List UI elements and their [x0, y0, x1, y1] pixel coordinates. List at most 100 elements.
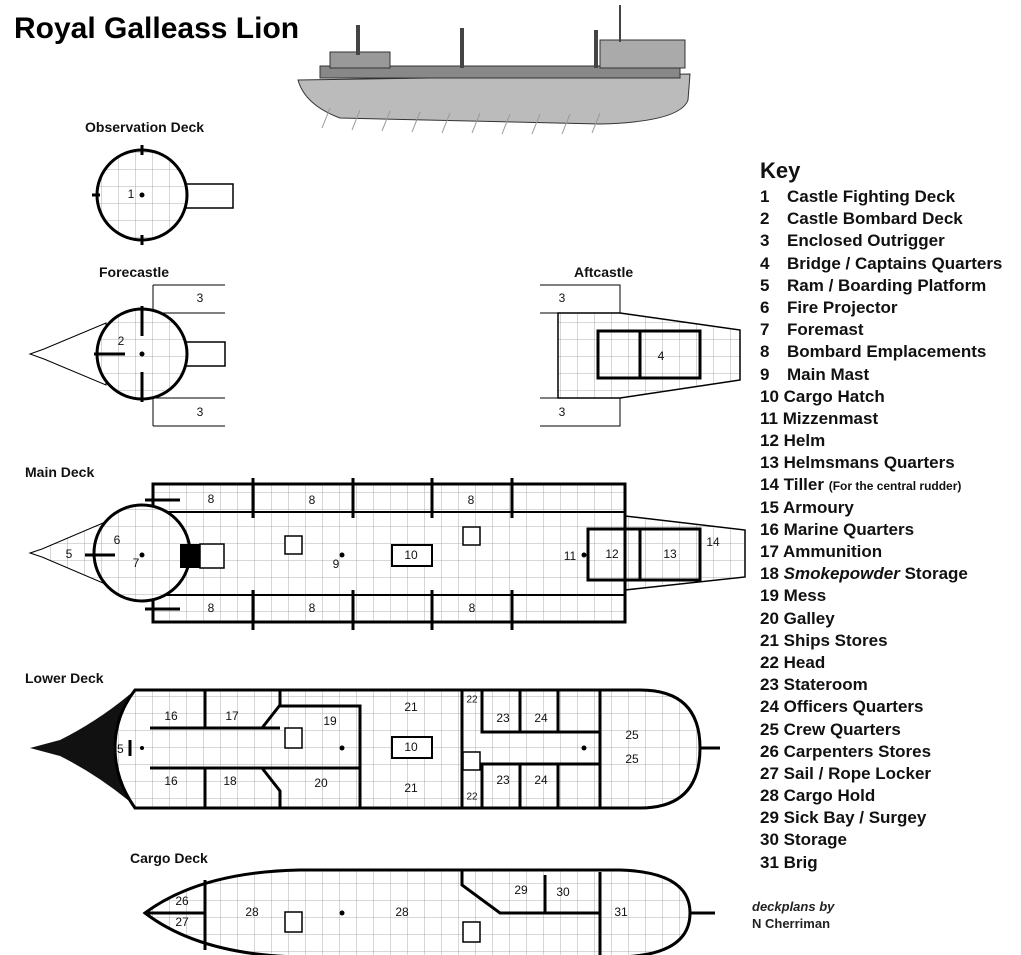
room-number: 1	[128, 187, 135, 201]
key-label: Ram / Boarding Platform	[787, 275, 987, 295]
credit-line: deckplans by	[752, 899, 835, 914]
deck-label: Cargo Deck	[130, 850, 208, 866]
credit-author: N Cherriman	[752, 916, 831, 931]
key-item: 23 Stateroom	[760, 674, 1002, 696]
room-number: 10	[404, 740, 418, 754]
key-item: 15 Armoury	[760, 497, 1002, 519]
key-item: 13 Helmsmans Quarters	[760, 452, 1002, 474]
key-number: 28	[760, 786, 779, 806]
room-number: 8	[208, 601, 215, 615]
key-number: 6	[760, 297, 770, 317]
room-number: 8	[309, 493, 316, 507]
room-number: 11	[564, 549, 577, 563]
key-label: Ships Stores	[783, 630, 888, 650]
key-label: Head	[783, 652, 826, 672]
key-item: 20 Galley	[760, 608, 1002, 630]
room-number: 7	[133, 556, 140, 570]
cargo-deck: Cargo Deck 26 27 28 28 29 30 31	[130, 850, 715, 955]
room-number: 28	[245, 905, 259, 919]
room-number: 15	[110, 742, 124, 756]
room-number: 9	[333, 557, 340, 571]
room-number: 3	[197, 405, 204, 419]
key-item: 17 Ammunition	[760, 541, 1002, 563]
key-label: Stateroom	[783, 675, 868, 695]
key-item: 31 Brig	[760, 852, 1002, 874]
key-label: Main Mast	[787, 364, 870, 384]
key-number: 17	[760, 542, 779, 561]
key-number: 23	[760, 675, 779, 695]
key-label: Cargo Hold	[783, 786, 876, 806]
key-number: 13	[760, 453, 779, 473]
key-number: 22	[760, 652, 779, 672]
key-label: Bridge / Captains Quarters	[787, 253, 1003, 273]
key-label: Sick Bay / Surgey	[783, 808, 927, 828]
key-item: 2 Castle Bombard Deck	[760, 208, 1002, 230]
page-title: Royal Galleass Lion	[14, 12, 300, 45]
main-deck: Main Deck 5 6 7 8 8 8 8 8 8 9 10	[25, 464, 746, 630]
room-number: 21	[404, 781, 418, 795]
key-label: Castle Fighting Deck	[787, 187, 956, 206]
room-number: 8	[208, 492, 215, 506]
key-label: Officers Quarters	[783, 697, 924, 717]
key-number: 5	[760, 275, 770, 295]
room-number: 17	[225, 709, 239, 723]
room-number: 26	[175, 894, 189, 908]
room-number: 3	[197, 291, 204, 305]
key-label: Carpenters Stores	[783, 741, 932, 761]
key-item: 25 Crew Quarters	[760, 719, 1002, 741]
key-label: Mizzenmast	[782, 408, 879, 428]
room-number: 18	[223, 774, 237, 788]
key-label: Castle Bombard Deck	[787, 209, 963, 229]
key-number: 19	[760, 586, 779, 606]
key-number: 25	[760, 719, 779, 739]
room-number: 25	[625, 728, 639, 742]
deck-label: Main Deck	[25, 464, 94, 480]
key-label: Tiller	[783, 475, 824, 495]
key-number: 11	[760, 408, 778, 428]
key-number: 15	[760, 497, 779, 517]
key-item: 11 Mizzenmast	[760, 408, 1002, 430]
room-number: 31	[614, 905, 628, 919]
room-number: 23	[496, 711, 510, 725]
key-item: 12 Helm	[760, 430, 1002, 452]
room-number: 8	[309, 601, 316, 615]
aftcastle-deck: Aftcastle 3 3 4	[540, 264, 741, 427]
room-number: 22	[466, 695, 478, 706]
lower-deck: Lower Deck 15 16 16 17 18 19 20 21 21 10…	[25, 670, 720, 810]
key-number: 14	[760, 475, 779, 495]
key-item: 16 Marine Quarters	[760, 519, 1002, 541]
key-item: 29 Sick Bay / Surgey	[760, 807, 1002, 829]
room-number: 28	[395, 905, 409, 919]
key-label: Enclosed Outrigger	[787, 231, 945, 251]
room-number: 8	[469, 601, 476, 615]
deck-label: Observation Deck	[85, 119, 204, 135]
room-number: 25	[625, 752, 639, 766]
room-number: 27	[175, 915, 189, 929]
key-number: 29	[760, 808, 779, 828]
key-label: Storage	[783, 830, 847, 850]
key-heading: Key	[760, 158, 801, 183]
key-item: 26 Carpenters Stores	[760, 741, 1002, 763]
key-number: 10	[760, 386, 779, 406]
room-number: 21	[404, 700, 418, 714]
key-number: 31	[760, 852, 779, 872]
key-number: 12	[760, 431, 779, 451]
key-note: (For the central rudder)	[828, 479, 962, 494]
ship-illustration	[297, 5, 691, 135]
room-number: 30	[556, 885, 570, 899]
key-number: 2	[760, 209, 770, 229]
key-label: Galley	[783, 608, 835, 628]
room-number: 6	[114, 533, 121, 547]
room-number: 10	[404, 548, 418, 562]
key-item: 21 Ships Stores	[760, 630, 1002, 652]
room-number: 20	[314, 776, 328, 790]
room-number: 13	[663, 547, 677, 561]
key-label: Helm	[783, 431, 826, 451]
room-number: 2	[118, 334, 125, 348]
key-item: 27 Sail / Rope Locker	[760, 763, 1002, 785]
key-number: 30	[760, 830, 779, 850]
key-item: 14 Tiller (For the central rudder)	[760, 474, 1002, 496]
